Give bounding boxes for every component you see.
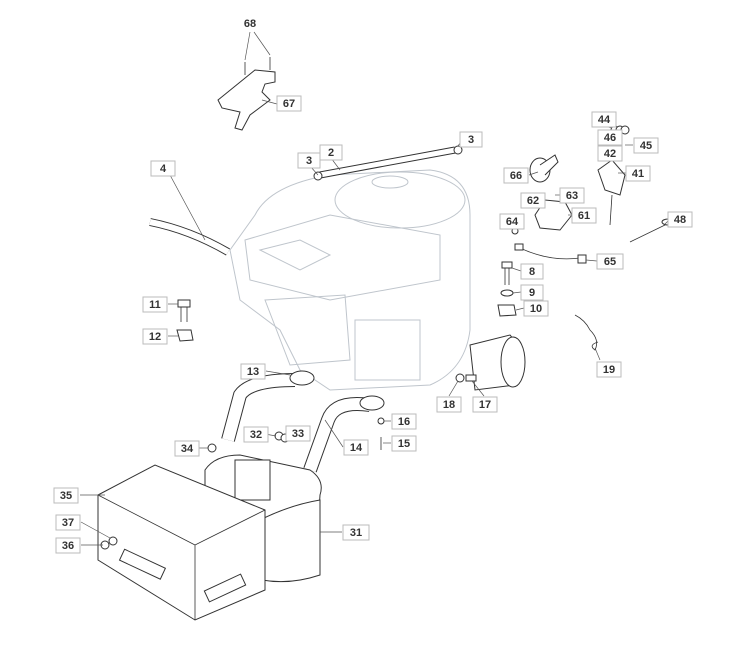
- callout-65: 65: [604, 256, 616, 268]
- callout-labels: 68 67 4 3 2 3 44 46 45 42 41 66 62 63 61…: [53, 18, 693, 554]
- callout-68: 68: [244, 18, 256, 30]
- wire: [519, 247, 581, 260]
- callout-61: 61: [578, 210, 590, 222]
- callout-34: 34: [181, 443, 194, 455]
- callout-18: 18: [443, 399, 455, 411]
- callout-48: 48: [674, 214, 686, 226]
- spring: [574, 314, 599, 351]
- heat-shield: [97, 464, 266, 621]
- callout-36: 36: [62, 540, 74, 552]
- callout-62: 62: [527, 195, 539, 207]
- screws: [244, 57, 271, 75]
- leader-lines: [80, 31, 671, 546]
- callout-2: 2: [328, 147, 334, 159]
- callout-9: 9: [529, 287, 535, 299]
- callout-3b: 3: [468, 134, 474, 146]
- callout-13: 13: [247, 366, 259, 378]
- callout-3a: 3: [306, 155, 312, 167]
- callout-63: 63: [566, 190, 578, 202]
- callout-19: 19: [603, 364, 615, 376]
- callout-8: 8: [529, 266, 535, 278]
- callout-14: 14: [350, 442, 363, 454]
- callout-35: 35: [60, 490, 72, 502]
- callout-41: 41: [632, 168, 644, 180]
- callout-4: 4: [160, 163, 167, 175]
- oil-filter: [469, 334, 526, 391]
- bracket: [217, 69, 276, 131]
- callout-42: 42: [604, 148, 616, 160]
- callout-67: 67: [283, 98, 295, 110]
- callout-16: 16: [398, 416, 410, 428]
- engine-block: [229, 169, 471, 391]
- callout-37: 37: [62, 517, 74, 529]
- callout-15: 15: [398, 438, 410, 450]
- callout-46: 46: [604, 132, 616, 144]
- callout-66: 66: [510, 170, 522, 182]
- callout-12: 12: [149, 331, 161, 343]
- callout-17: 17: [479, 399, 491, 411]
- callout-45: 45: [640, 140, 652, 152]
- callout-33: 33: [292, 428, 304, 440]
- callout-44: 44: [598, 114, 611, 126]
- callout-64: 64: [506, 216, 519, 228]
- callout-10: 10: [530, 303, 542, 315]
- callout-11: 11: [149, 299, 161, 311]
- callout-32: 32: [250, 429, 262, 441]
- callout-31: 31: [350, 527, 362, 539]
